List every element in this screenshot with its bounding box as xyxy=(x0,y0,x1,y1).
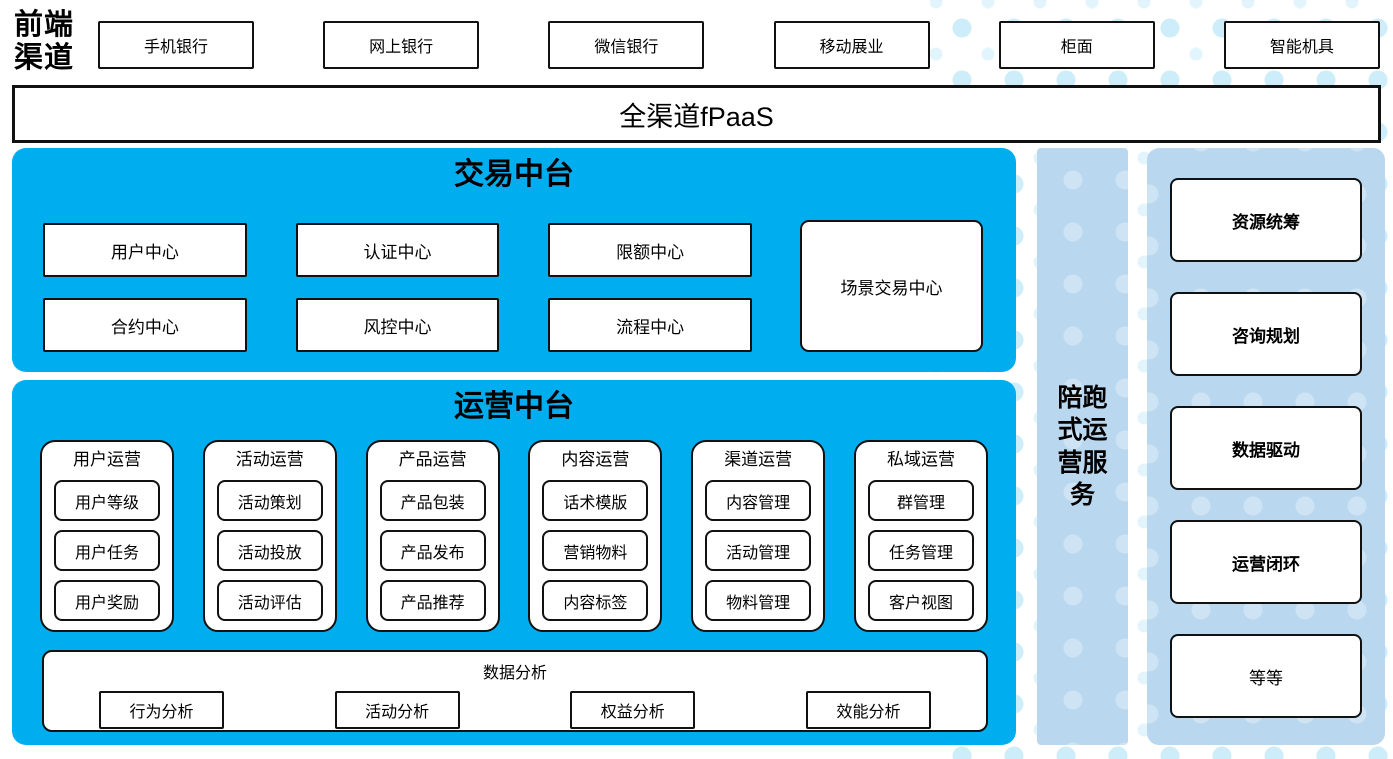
data-analysis-title: 数据分析 xyxy=(482,665,547,682)
operation-platform-panel: 运营中台 用户运营 用户等级 用户任务 用户奖励 活动运营 活动策划 xyxy=(12,380,1016,745)
channel-box-mobile-banking: 手机银行 xyxy=(98,21,254,69)
ops-group-item: 活动评估 xyxy=(216,580,323,622)
ops-group-item: 任务管理 xyxy=(867,530,974,572)
ops-group-item: 用户奖励 xyxy=(54,580,160,622)
right-box-consulting-planning: 咨询规划 xyxy=(1170,292,1362,376)
ops-group-content: 内容运营 话术模版 营销物料 内容标签 xyxy=(528,440,663,632)
fpaas-label: 全渠道fPaaS xyxy=(619,101,774,132)
analysis-box-benefit: 权益分析 xyxy=(570,691,696,729)
analysis-box-activity: 活动分析 xyxy=(334,691,460,729)
ops-group-item: 产品包装 xyxy=(379,480,486,522)
ops-group-item: 群管理 xyxy=(867,480,974,522)
channel-box-wechat-banking: 微信银行 xyxy=(548,21,705,69)
channel-list: 手机银行 网上银行 微信银行 移动展业 柜面 智能机具 xyxy=(98,21,1380,69)
side-service-line: 务 xyxy=(1069,481,1095,509)
center-box-contract: 合约中心 xyxy=(43,298,247,352)
ops-group-title: 内容运营 xyxy=(561,450,630,469)
ops-group-item: 产品推荐 xyxy=(379,580,486,622)
ops-group-item: 产品发布 xyxy=(379,530,486,572)
side-service-line: 式运 xyxy=(1057,416,1108,444)
channel-box-smart-device: 智能机具 xyxy=(1223,21,1380,69)
ops-group-item: 内容标签 xyxy=(542,580,649,622)
ops-group-user: 用户运营 用户等级 用户任务 用户奖励 xyxy=(40,440,174,632)
channel-box-counter: 柜面 xyxy=(998,21,1155,69)
ops-group-item: 内容管理 xyxy=(705,480,812,522)
ops-group-activity: 活动运营 活动策划 活动投放 活动评估 xyxy=(202,440,337,632)
side-service-line: 陪跑 xyxy=(1057,383,1108,412)
trade-platform-body: 用户中心 认证中心 限额中心 合约中心 风控中心 流程中心 场景交易中心 xyxy=(12,220,1016,352)
ops-group-item: 活动管理 xyxy=(705,530,812,572)
front-channel-label: 前端 渠道 xyxy=(14,7,90,75)
right-box-data-driven: 数据驱动 xyxy=(1170,406,1362,490)
ops-group-title: 渠道运营 xyxy=(724,450,793,469)
trade-platform-panel: 交易中台 用户中心 认证中心 限额中心 合约中心 风控中心 流程中心 场景交易中… xyxy=(12,148,1016,372)
scene-trade-center-box: 场景交易中心 xyxy=(800,220,983,352)
ops-group-item: 活动投放 xyxy=(216,530,323,572)
main-area: 交易中台 用户中心 认证中心 限额中心 合约中心 风控中心 流程中心 场景交易中… xyxy=(12,148,1385,745)
ops-group-item: 物料管理 xyxy=(705,580,812,622)
ops-group-private-domain: 私域运营 群管理 任务管理 客户视图 xyxy=(853,440,988,632)
analysis-box-behavior: 行为分析 xyxy=(99,691,224,729)
ops-group-title: 产品运营 xyxy=(398,450,467,469)
data-analysis-bar: 数据分析 行为分析 活动分析 权益分析 效能分析 xyxy=(42,650,988,732)
right-box-operation-loop: 运营闭环 xyxy=(1170,520,1362,604)
right-box-etc: 等等 xyxy=(1170,634,1362,718)
ops-group-title: 活动运营 xyxy=(235,450,304,469)
channel-box-online-banking: 网上银行 xyxy=(323,21,480,69)
center-box-process: 流程中心 xyxy=(548,298,752,352)
ops-group-item: 营销物料 xyxy=(542,530,649,572)
center-box-risk: 风控中心 xyxy=(295,298,500,352)
ops-group-item: 话术模版 xyxy=(542,480,649,522)
operation-platform-title: 运营中台 xyxy=(454,390,574,423)
ops-group-product: 产品运营 产品包装 产品发布 产品推荐 xyxy=(365,440,500,632)
ops-group-item: 活动策划 xyxy=(216,480,323,522)
ops-group-channel: 渠道运营 内容管理 活动管理 物料管理 xyxy=(691,440,826,632)
fpaas-bar: 全渠道fPaaS xyxy=(12,85,1381,143)
ops-group-item: 用户任务 xyxy=(54,530,160,572)
analysis-box-efficiency: 效能分析 xyxy=(805,691,931,729)
accompanying-operation-service-column: 陪跑 式运 营服 务 xyxy=(1037,148,1128,745)
trade-platform-title: 交易中台 xyxy=(454,158,574,191)
right-box-resource-planning: 资源统筹 xyxy=(1170,178,1362,262)
front-channel-label-line2: 渠道 xyxy=(14,40,75,75)
center-box-user: 用户中心 xyxy=(43,223,247,277)
channel-box-mobile-marketing: 移动展业 xyxy=(773,21,930,69)
platform-column: 交易中台 用户中心 认证中心 限额中心 合约中心 风控中心 流程中心 场景交易中… xyxy=(12,148,1016,745)
side-service-line: 营服 xyxy=(1057,448,1108,477)
front-channel-label-line1: 前端 xyxy=(14,7,75,41)
operation-group-row: 用户运营 用户等级 用户任务 用户奖励 活动运营 活动策划 活动投放 活动评估 xyxy=(12,440,1016,632)
center-box-limit: 限额中心 xyxy=(548,223,752,277)
front-channel-row: 前端 渠道 手机银行 网上银行 微信银行 移动展业 柜面 智能机具 xyxy=(14,7,1380,76)
trade-center-grid: 用户中心 认证中心 限额中心 合约中心 风控中心 流程中心 xyxy=(43,223,752,352)
ops-group-title: 私域运营 xyxy=(886,450,955,469)
ops-group-item: 用户等级 xyxy=(54,480,160,522)
ops-group-title: 用户运营 xyxy=(73,450,141,469)
service-capability-panel: 资源统筹 咨询规划 数据驱动 运营闭环 等等 xyxy=(1147,148,1385,745)
center-box-auth: 认证中心 xyxy=(295,223,500,277)
ops-group-item: 客户视图 xyxy=(867,580,974,622)
